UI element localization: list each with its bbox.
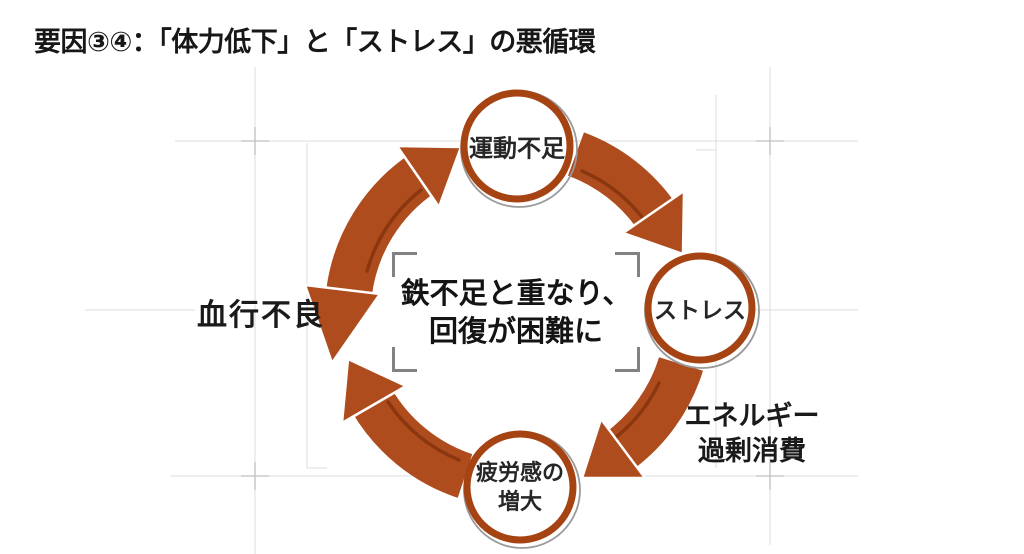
arrowhead-left [340,357,408,425]
cycle-nodes [460,89,760,549]
node-circle-exercise [460,89,574,203]
node-label-stress: ストレス [654,297,746,323]
center-note-text: 鉄不足と重なり、 回復が困難に [401,274,632,350]
node-label-fatigue: 疲労感の 増大 [476,458,564,516]
cycle-arrows [326,132,703,498]
arrowhead-to-fatigue [580,417,647,480]
bracket-corner-br [615,347,640,372]
arrow-heads [303,144,686,480]
node-circle-stress [644,252,756,364]
arrow-arc-top-left [326,153,437,297]
page-title: 要因③④：「体力低下」と「ストレス」の悪循環 [34,27,596,57]
label-energy-line1: エネルギー [684,401,820,432]
arrow-arc-top-right [567,132,676,231]
center-note-line1: 鉄不足と重なり、 [400,276,632,310]
arrow-tail-top-left [303,283,382,365]
node-label-fatigue-line1: 疲労感の [475,460,565,485]
center-note-line2: 回復が困難に [428,314,603,348]
label-energy-line2: 過剰消費 [698,436,806,467]
arrowhead-to-exercise [395,144,463,209]
node-label-fatigue-line2: 増大 [497,489,543,514]
arrow-shade-lines [365,169,661,462]
bracket-corner-tr [615,252,640,277]
arrow-arc-bottom-left [351,387,473,498]
label-energy-overuse: エネルギー 過剰消費 [685,399,820,469]
arrow-arc-bottom-right [604,356,703,471]
layout-guides [85,67,858,554]
guide-cross-marks [241,127,784,490]
center-note: 鉄不足と重なり、 回復が困難に [392,252,640,372]
node-circle-fatigue [463,430,577,544]
label-blood-circulation: 血行不良 [197,298,325,333]
arrowhead-to-stress [621,189,686,256]
bracket-corner-tl [392,252,417,277]
bracket-corner-bl [392,347,417,372]
node-label-exercise: 運動不足 [469,135,565,163]
